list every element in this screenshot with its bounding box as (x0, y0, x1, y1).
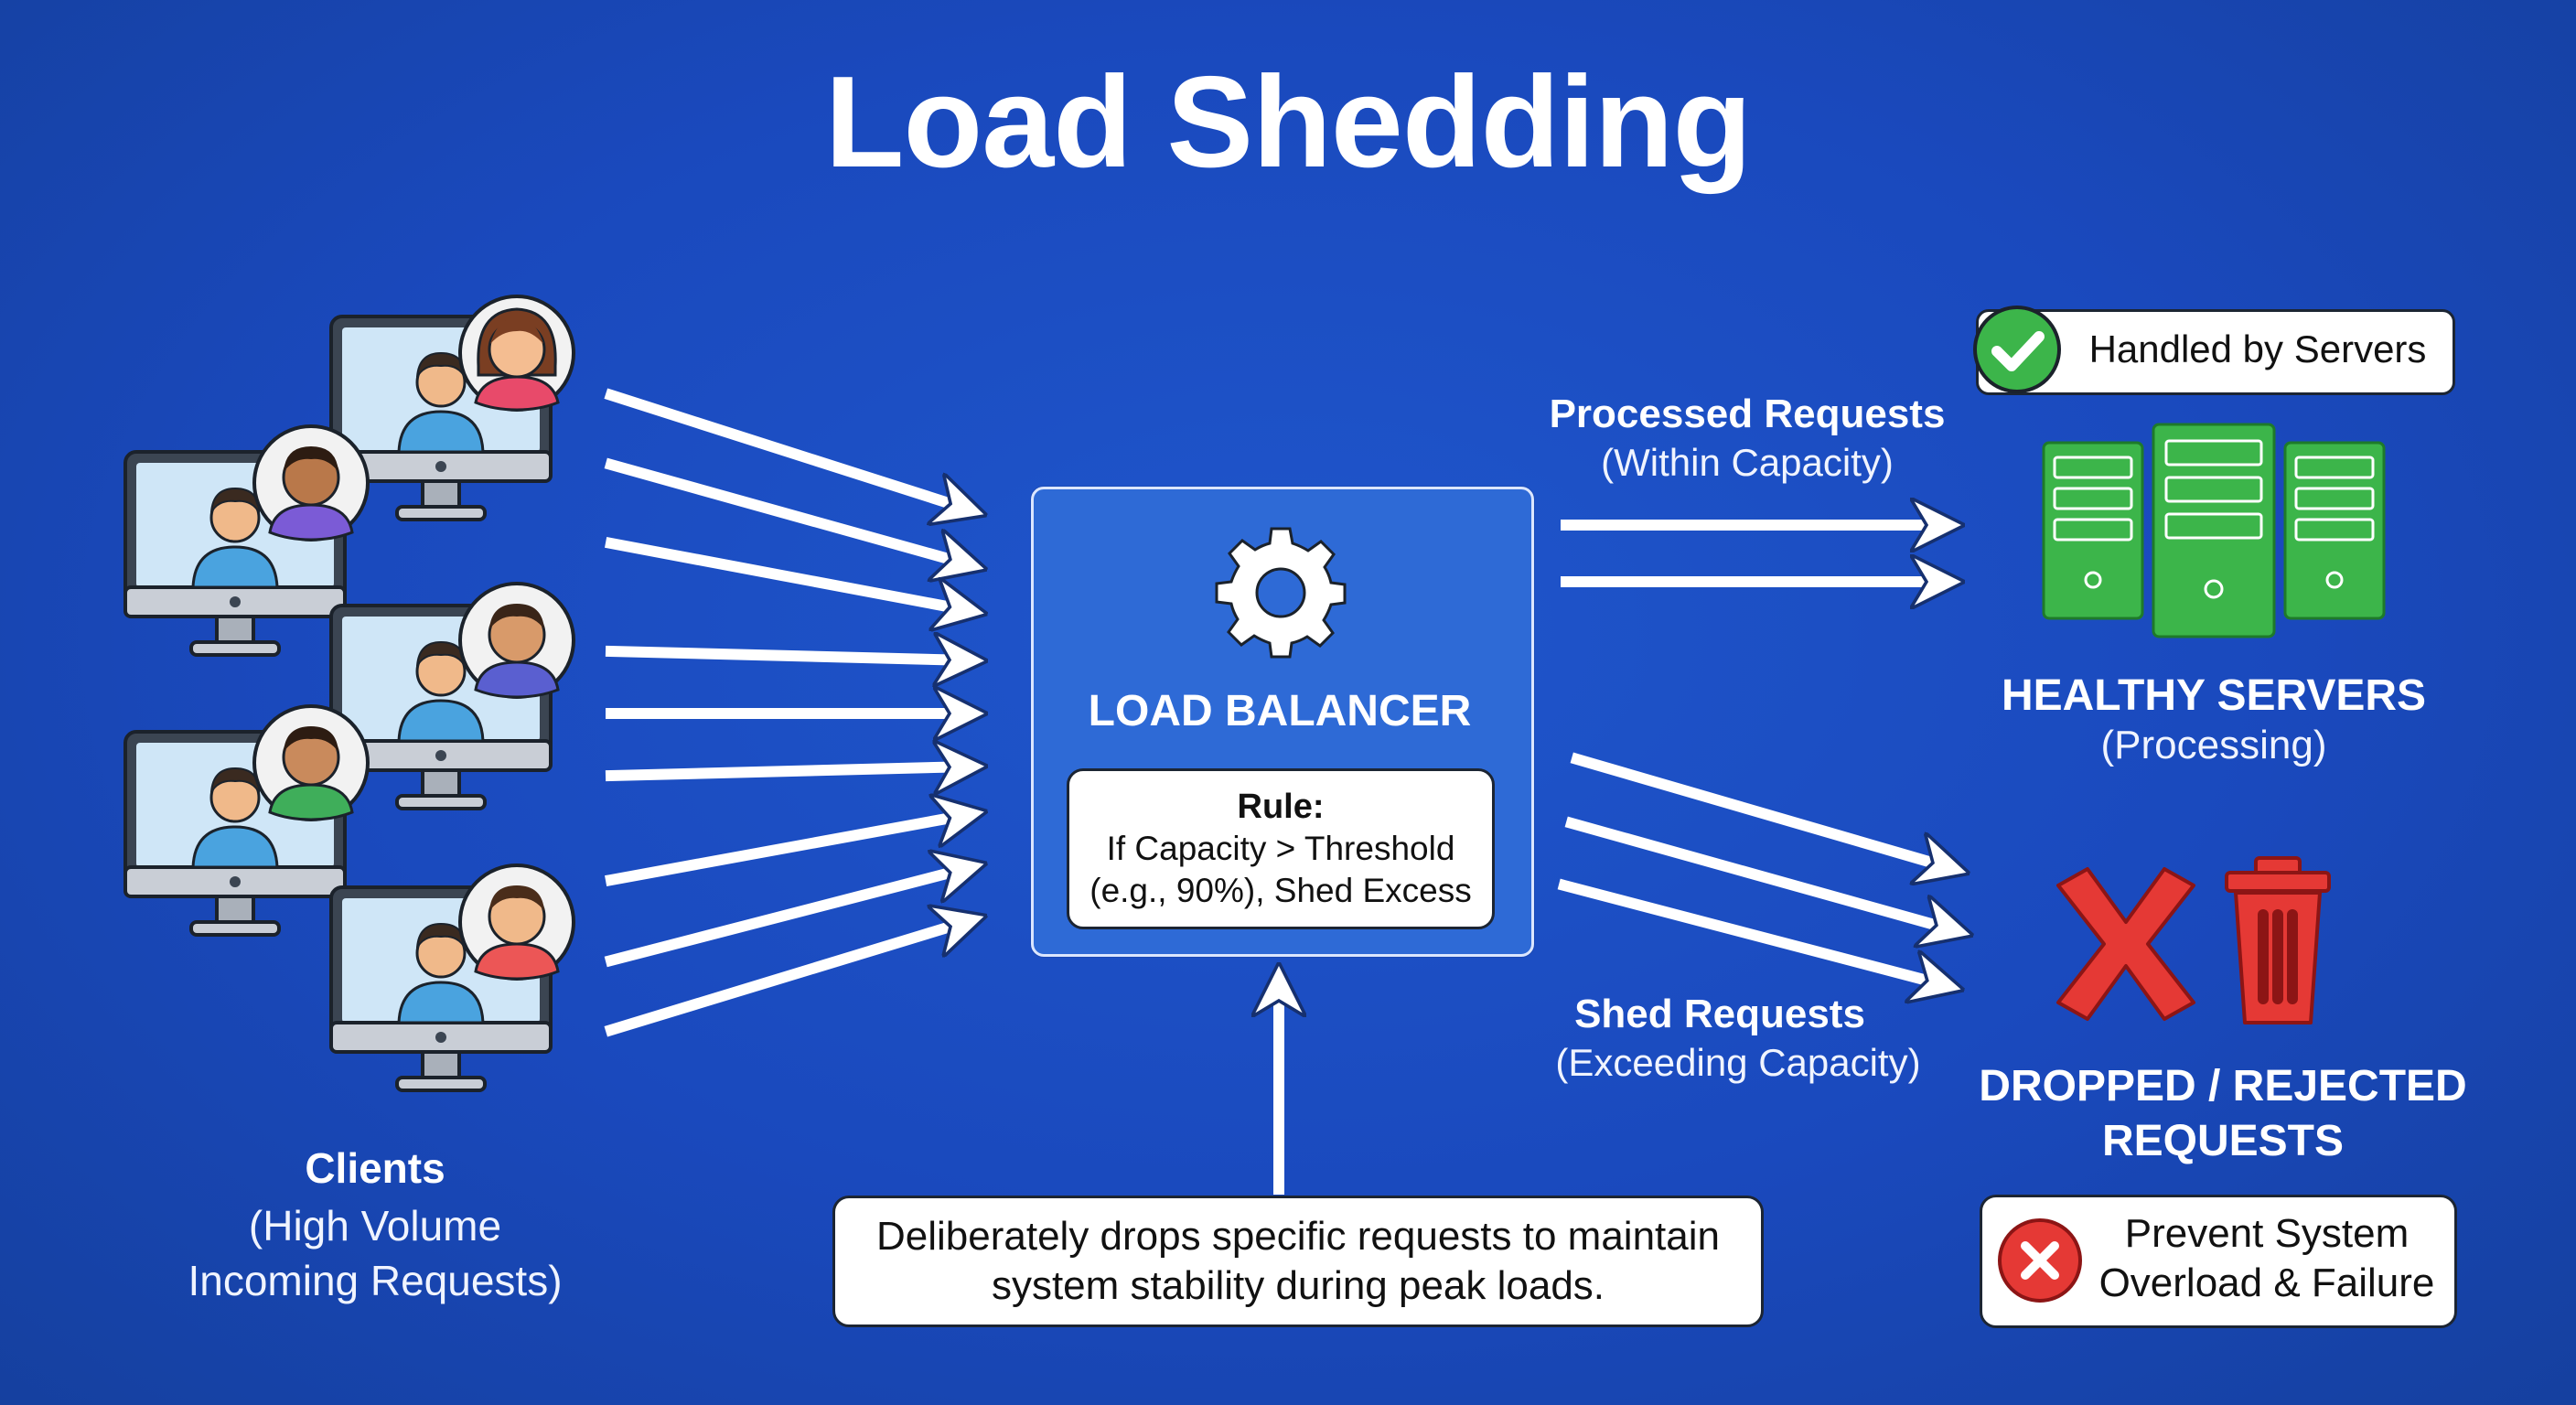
trash-icon (2225, 856, 2331, 1024)
avatar-man-3 (252, 704, 370, 821)
shed-requests-title: Shed Requests (1574, 992, 1865, 1036)
gear-icon (1215, 527, 1347, 659)
processed-arrows (1561, 525, 1948, 582)
dropped-requests-title: DROPPED / REJECTED REQUESTS (1958, 1059, 2488, 1169)
server-icon (2042, 441, 2144, 620)
incoming-arrows (604, 388, 971, 1037)
prevent-overload-text: Prevent System Overload & Failure (2084, 1195, 2450, 1323)
processed-requests-title: Processed Requests (1549, 391, 1946, 436)
processed-requests-sub: (Within Capacity) (1601, 441, 1894, 484)
clients-subtitle: (High Volume Incoming Requests) (137, 1198, 613, 1308)
prevent-overload-box (1980, 1195, 2457, 1328)
shed-arrows (1557, 752, 1958, 986)
clients-title: Clients (305, 1144, 445, 1192)
avatar-man-4 (458, 863, 575, 981)
avatar-woman (458, 295, 575, 412)
prevent-line-2: Overload & Failure (2098, 1260, 2435, 1305)
server-icon (2283, 441, 2386, 620)
healthy-servers-icon (2042, 423, 2386, 638)
shed-requests-sub: (Exceeding Capacity) (1555, 1041, 1921, 1084)
x-circle-icon (1998, 1218, 2082, 1303)
note-line-1: Deliberately drops specific requests to … (875, 1214, 1720, 1259)
handled-badge-label: Handled by Servers (2088, 327, 2427, 370)
rule-box: Rule: If Capacity > Threshold (e.g., 90%… (1067, 768, 1495, 929)
clients-sub-line-2: Incoming Requests) (188, 1257, 563, 1304)
note-line-2: system stability during peak loads. (991, 1263, 1605, 1308)
check-icon (1973, 306, 2061, 393)
dropped-title-line-1: DROPPED / REJECTED (1979, 1062, 2467, 1110)
cross-icon (2056, 867, 2195, 1021)
server-icon (2152, 423, 2276, 638)
load-balancer-label: LOAD BALANCER (1088, 687, 1472, 735)
avatar-man-2 (458, 582, 575, 699)
dropped-title-line-2: REQUESTS (2101, 1117, 2345, 1165)
healthy-servers-sub: (Processing) (2100, 723, 2327, 767)
rule-line-2: (e.g., 90%), Shed Excess (1089, 872, 1472, 909)
rule-line-1: If Capacity > Threshold (1106, 830, 1455, 867)
page-title: Load Shedding (824, 49, 1752, 195)
prevent-line-1: Prevent System (2124, 1211, 2410, 1256)
healthy-servers-title: HEALTHY SERVERS (2001, 671, 2427, 720)
clients-sub-line-1: (High Volume (248, 1202, 502, 1249)
note-box: Deliberately drops specific requests to … (832, 1196, 1764, 1327)
avatar-man-1 (252, 424, 370, 542)
rule-title: Rule: (1237, 788, 1325, 826)
